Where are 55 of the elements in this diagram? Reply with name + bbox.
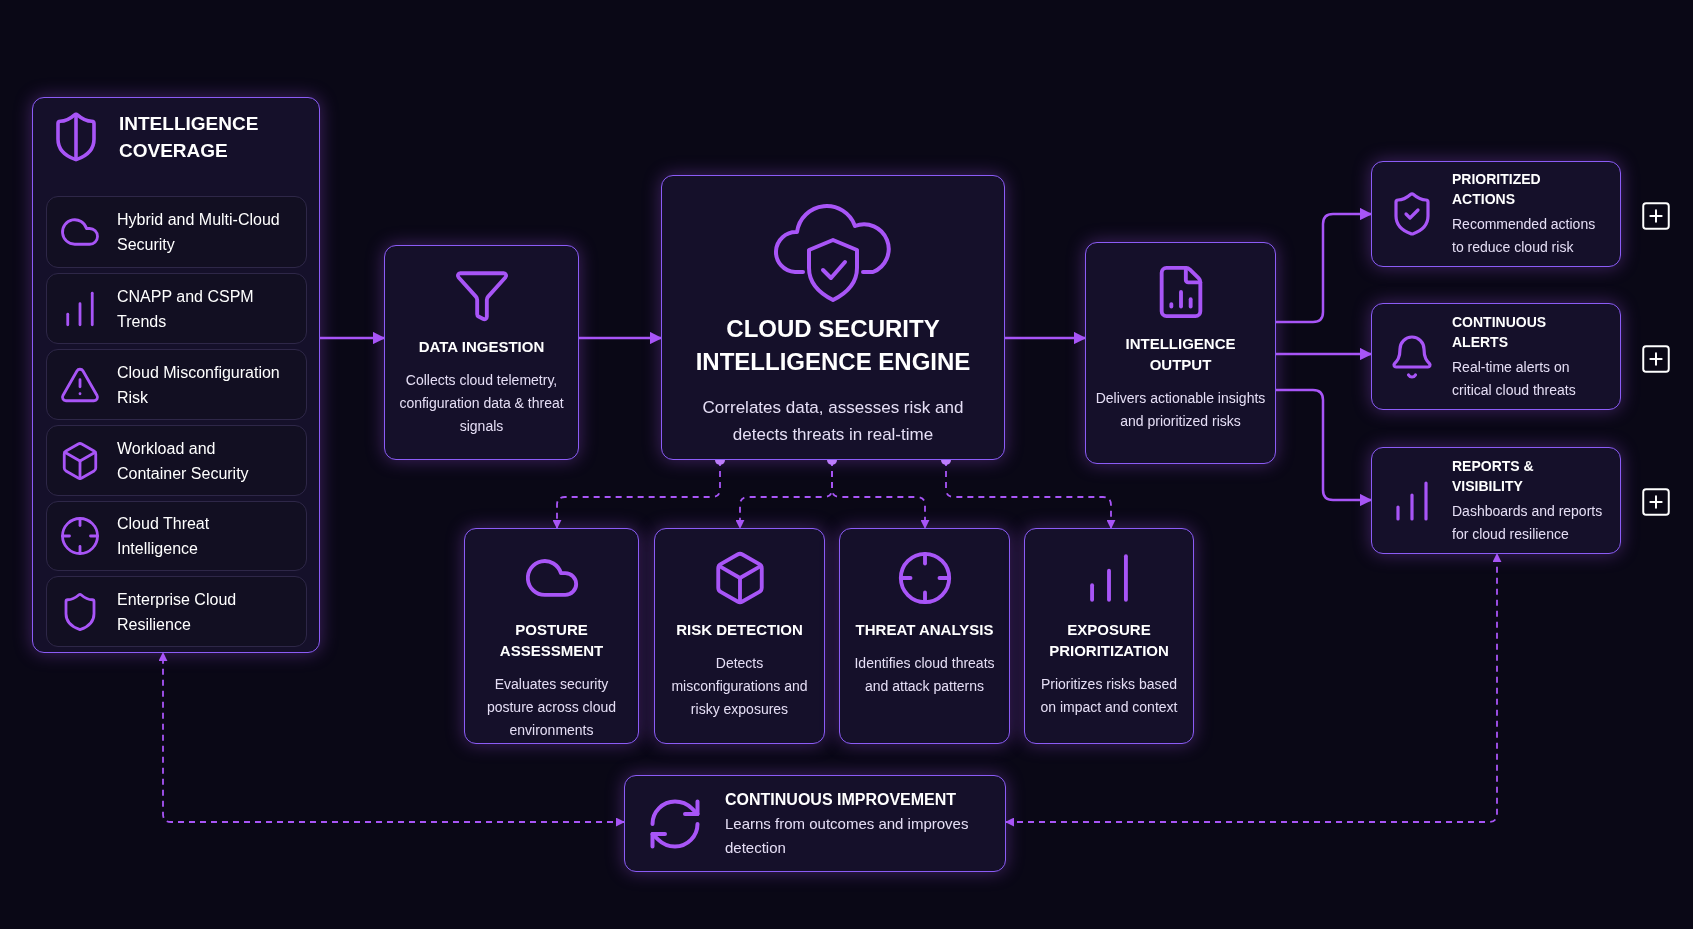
item-label: CNAPP and CSPM Trends [117,286,255,332]
coverage-panel [32,97,320,653]
card-description: Collects cloud telemetry, configuration data & threat signals [398,371,565,436]
list-item-card [46,349,307,420]
list-item-card [46,501,307,571]
process-box [624,775,1006,872]
card-title: PRIORITIZED ACTIONS [1452,170,1542,209]
list-item-card [46,425,307,496]
process-box [384,245,579,460]
card-description: Delivers actionable insights and prioritized risks [1094,389,1267,431]
item-label: Cloud Threat Intelligence [117,514,211,559]
card-title: POSTURE ASSESSMENT [498,620,605,661]
arrow [1276,207,1373,324]
process-box [1085,242,1276,464]
card-title: CONTINUOUS ALERTS [1452,312,1548,352]
card-title: REPORTS & VISIBILITY [1452,456,1535,496]
process-box [1024,528,1194,744]
list-item-card [46,196,307,268]
card-title: THREAT ANALYSIS [855,620,994,640]
arrow [579,331,663,345]
card-description: Learns from outcomes and improves detection [725,813,970,858]
card-title: RISK DETECTION [676,620,803,640]
dashed-arrow [1005,553,1502,827]
list-item-card [46,273,307,344]
card-title: CONTINUOUS IMPROVEMENT [725,789,958,810]
card-description: Recommended actions to reduce cloud risk [1452,215,1597,257]
process-box [464,528,639,744]
list-item-card [46,576,307,647]
arrow [1276,347,1373,361]
item-label: Hybrid and Multi-Cloud Security [117,210,281,255]
card-description: Detects misconfigurations and risky exposures [670,654,809,719]
process-box [1371,161,1621,267]
card-description: Real-time alerts on critical cloud threats [1452,357,1577,400]
arrow [1005,331,1087,345]
engine-title: CLOUD SECURITY INTELLIGENCE ENGINE [694,314,972,377]
arrow [320,331,386,345]
process-box [654,528,825,744]
card-title: DATA INGESTION [418,337,545,357]
process-box [839,528,1010,744]
arrow [1276,388,1373,507]
card-description: Dashboards and reports for cloud resilience [1452,501,1604,544]
item-label: Workload and Container Security [117,438,250,484]
panel-heading: INTELLIGENCE COVERAGE [119,112,260,163]
dashed-arrow [158,652,625,827]
card-title: EXPOSURE PRIORITIZATION [1048,620,1170,661]
engine-description: Correlates data, assesses risk and detects threats in real-time [701,397,965,446]
card-description: Evaluates security posture across cloud environments [485,675,618,740]
process-box [1371,303,1621,410]
card-description: Prioritizes risks based on impact and context [1039,675,1179,717]
item-label: Enterprise Cloud Resilience [117,589,238,635]
card-description: Identifies cloud threats and attack patterns [853,654,996,696]
process-box [661,175,1005,460]
card-title: INTELLIGENCE OUTPUT [1124,334,1237,375]
item-label: Cloud Misconfiguration Risk [117,362,281,408]
process-box [1371,447,1621,554]
